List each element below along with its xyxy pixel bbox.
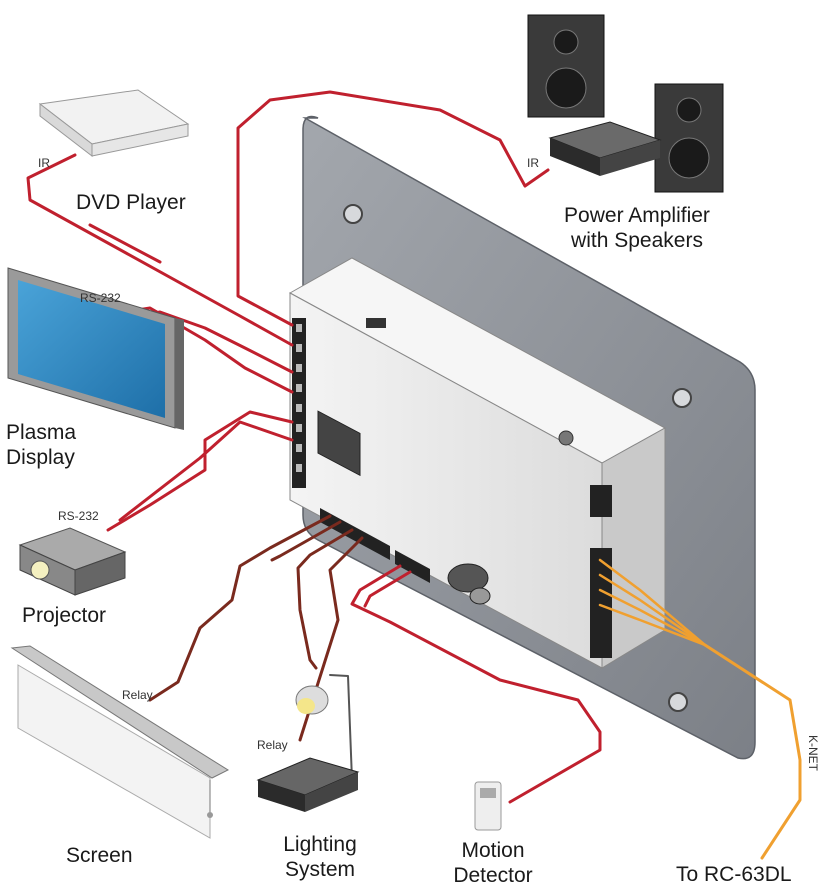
label-lighting-line2: System	[284, 858, 355, 881]
dvd-player-device	[38, 89, 190, 158]
mounting-screw-icon	[668, 692, 688, 712]
bottom-terminal-block	[320, 508, 430, 583]
ethernet-port-icon	[317, 410, 361, 477]
label-rs232-projector: RS-232	[58, 509, 99, 523]
label-relay-light: Relay	[257, 738, 288, 752]
label-motion-detector: Motion Detector	[438, 838, 548, 888]
projector-device	[18, 527, 127, 596]
label-power-amplifier-line1: Power Amplifier	[564, 204, 710, 227]
motion-detector-device	[474, 781, 502, 831]
label-plasma-line2: Display	[6, 446, 75, 469]
left-terminal-block	[292, 318, 306, 488]
label-screen: Screen	[66, 844, 133, 867]
bnc-connector-icon	[447, 563, 491, 605]
label-plasma-line1: Plasma	[6, 421, 77, 444]
power-amplifier-device	[527, 14, 724, 193]
label-motion-line2: Detector	[453, 864, 533, 887]
label-knet: K-NET	[806, 735, 820, 771]
label-lighting-system: Lighting System	[270, 832, 370, 882]
label-relay-screen: Relay	[122, 688, 153, 702]
label-motion-line1: Motion	[461, 839, 525, 862]
label-ir-dvd: IR	[38, 156, 50, 170]
usb-port-icon	[366, 318, 386, 328]
projection-screen-device	[10, 645, 230, 839]
controller-unit	[288, 257, 667, 669]
right-terminal-block	[590, 485, 612, 658]
mounting-screw-icon	[672, 388, 692, 408]
cables	[26, 90, 802, 860]
label-lighting-line1: Lighting	[283, 833, 357, 856]
label-power-amplifier-line2: with Speakers	[571, 229, 703, 252]
label-to-rc63dl: To RC-63DL	[676, 863, 792, 886]
label-power-amplifier: Power Amplifier with Speakers	[542, 203, 732, 253]
plasma-display-device	[7, 267, 184, 430]
lighting-system-device	[256, 685, 360, 812]
mounting-screw-icon	[343, 204, 363, 224]
label-projector: Projector	[22, 604, 107, 627]
ir-jack-icon	[558, 430, 574, 446]
label-plasma-display: Plasma Display	[6, 420, 76, 470]
label-ir-amp: IR	[527, 156, 539, 170]
label-rs232-plasma: RS-232	[80, 291, 121, 305]
label-dvd-player: DVD Player	[76, 191, 186, 214]
